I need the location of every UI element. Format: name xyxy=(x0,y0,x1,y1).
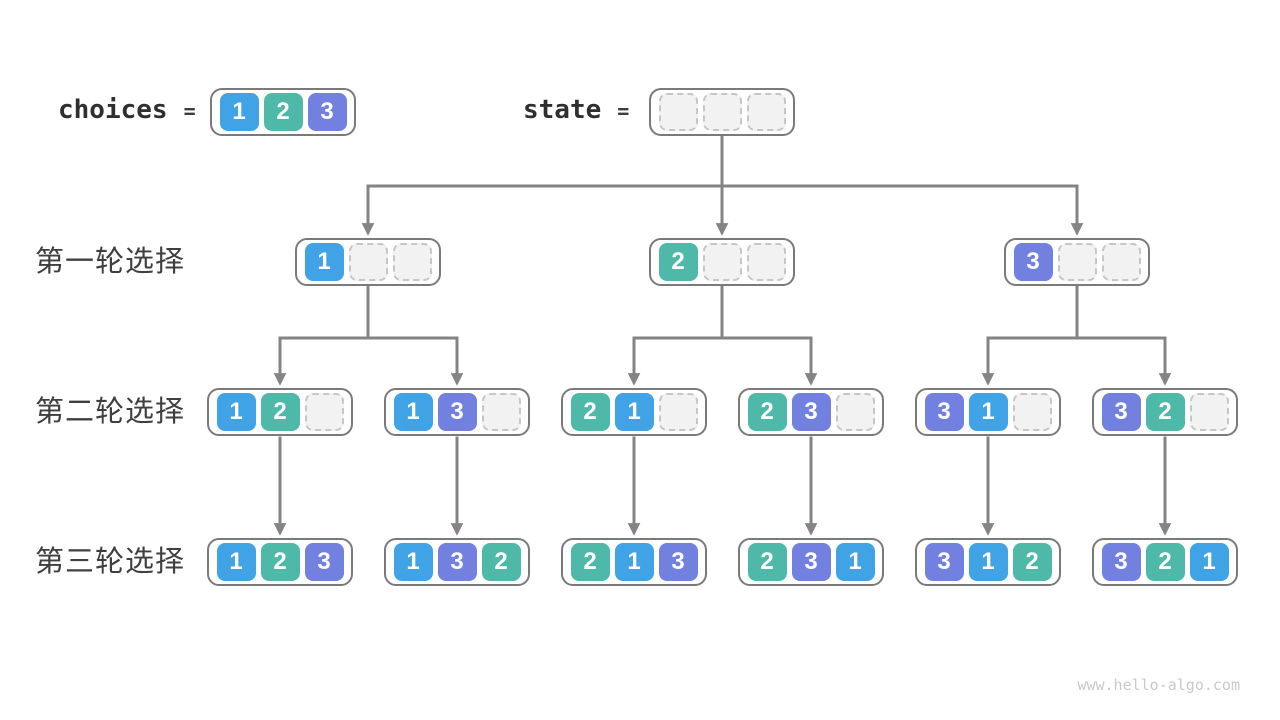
choice-cell: 1 xyxy=(393,543,433,581)
choice-cell: 1 xyxy=(614,543,654,581)
empty-slot xyxy=(746,93,786,131)
state-label: state xyxy=(523,95,602,125)
round1-state-node: 3 xyxy=(1004,238,1150,286)
watermark: www.hello-algo.com xyxy=(1077,676,1240,694)
empty-slot xyxy=(481,393,521,431)
choices-expression: choices = xyxy=(58,95,196,125)
choice-cell: 2 xyxy=(658,243,698,281)
empty-slot xyxy=(392,243,432,281)
choice-cell: 2 xyxy=(1145,393,1185,431)
choice-cell: 1 xyxy=(216,393,256,431)
empty-slot xyxy=(835,393,875,431)
empty-slot xyxy=(1101,243,1141,281)
empty-slot xyxy=(1012,393,1052,431)
empty-slot xyxy=(702,243,742,281)
choice-cell: 2 xyxy=(570,543,610,581)
choice-cell: 3 xyxy=(924,393,964,431)
empty-slot xyxy=(304,393,344,431)
choice-cell: 2 xyxy=(1012,543,1052,581)
state-array-node xyxy=(649,88,795,136)
choice-cell: 1 xyxy=(1189,543,1229,581)
choice-cell: 2 xyxy=(263,93,303,131)
empty-slot xyxy=(1057,243,1097,281)
choice-cell: 1 xyxy=(304,243,344,281)
choice-cell: 3 xyxy=(924,543,964,581)
choice-cell: 1 xyxy=(393,393,433,431)
empty-slot xyxy=(702,93,742,131)
state-expression: state = xyxy=(523,95,629,125)
equals-sign: = xyxy=(183,99,196,123)
choice-cell: 3 xyxy=(1013,243,1053,281)
choice-cell: 1 xyxy=(968,393,1008,431)
choice-cell: 3 xyxy=(658,543,698,581)
choice-cell: 2 xyxy=(481,543,521,581)
choice-cell: 1 xyxy=(614,393,654,431)
equals-sign: = xyxy=(617,99,630,123)
choice-cell: 2 xyxy=(260,393,300,431)
choice-cell: 1 xyxy=(968,543,1008,581)
row-label-round-3: 第三轮选择 xyxy=(35,546,186,578)
choice-cell: 3 xyxy=(791,543,831,581)
choice-cell: 3 xyxy=(1101,543,1141,581)
choice-cell: 2 xyxy=(747,393,787,431)
empty-slot xyxy=(658,93,698,131)
choice-cell: 2 xyxy=(260,543,300,581)
row-label-round-1: 第一轮选择 xyxy=(35,246,186,278)
empty-slot xyxy=(1189,393,1229,431)
round1-state-node: 1 xyxy=(295,238,441,286)
choice-cell: 2 xyxy=(570,393,610,431)
choice-cell: 2 xyxy=(747,543,787,581)
round1-state-node: 2 xyxy=(649,238,795,286)
choice-cell: 3 xyxy=(791,393,831,431)
choice-cell: 1 xyxy=(835,543,875,581)
empty-slot xyxy=(348,243,388,281)
choice-cell: 1 xyxy=(216,543,256,581)
choice-cell: 3 xyxy=(437,393,477,431)
choice-cell: 3 xyxy=(1101,393,1141,431)
choice-cell: 1 xyxy=(219,93,259,131)
empty-slot xyxy=(746,243,786,281)
row-label-round-2: 第二轮选择 xyxy=(35,396,186,428)
choice-cell: 2 xyxy=(1145,543,1185,581)
choice-cell: 3 xyxy=(437,543,477,581)
choices-label: choices xyxy=(58,95,168,125)
choice-cell: 3 xyxy=(307,93,347,131)
choice-cell: 3 xyxy=(304,543,344,581)
empty-slot xyxy=(658,393,698,431)
